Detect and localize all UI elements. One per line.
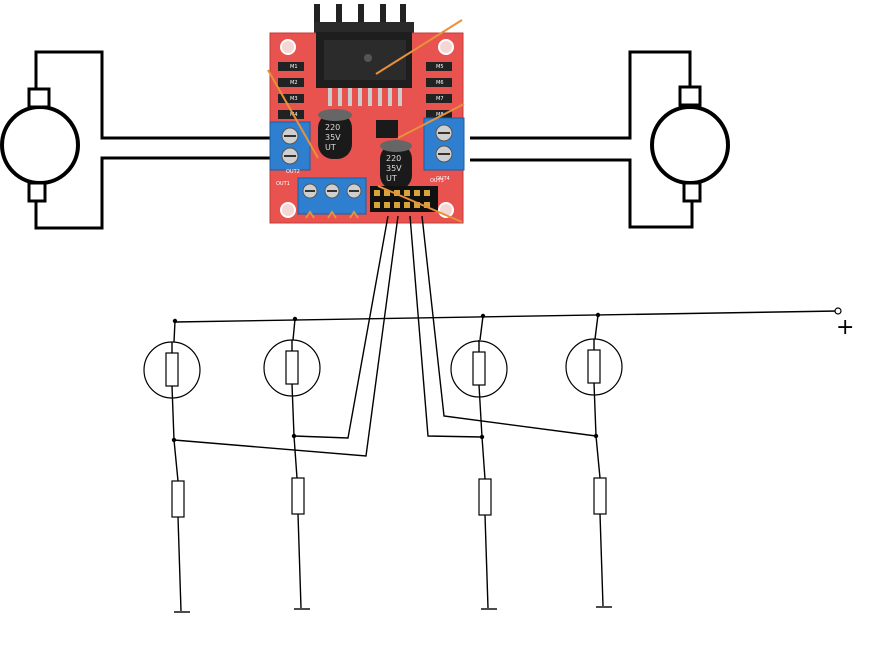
sensor-branch-1 [143,320,201,613]
left-motor-bottom-wire [34,156,270,230]
motor-driver-module: M1 M2 M3 M4 M5 M6 M7 M8 220 35V UT 22 [267,4,465,224]
diodes-right: M5 M6 M7 M8 [426,62,452,119]
mounting-hole [280,202,296,218]
supply-terminal[interactable] [834,307,842,315]
supply-plus-label: + [836,315,854,340]
mounting-hole [438,39,454,55]
svg-text:35V: 35V [386,164,402,173]
terminal-out3-out4: OUT3 [423,117,465,184]
supply-rail: + [172,307,854,340]
resistor-2 [291,477,305,515]
signal-wire-3 [409,215,483,438]
sensor-branch-3 [450,315,508,610]
sensor-branch-4 [565,314,623,608]
resistor-3 [478,478,492,516]
right-motor-bottom-brush [682,181,702,203]
left-motor-top-brush [27,87,51,109]
right-motor-bottom-wire [470,158,694,229]
input-header: OUT4 [370,176,450,212]
left-motor-bottom-brush [27,181,47,203]
signal-wire-2 [293,215,389,439]
resistor-1 [171,480,185,518]
terminal-out1-out2: OUT1 [269,121,311,187]
capacitor-left: 220 35V UT [318,109,352,159]
arrow-tip [305,210,315,219]
left-motor [0,50,270,230]
supply-rail-wire [174,310,839,323]
capacitor-right: 220 35V UT [380,140,412,190]
mounting-hole [280,39,296,55]
left-motor-top-wire [34,50,270,140]
label-m8: M8 [436,112,444,118]
signal-wire-1 [173,215,399,457]
left-motor-body [0,105,80,185]
arrow [375,19,463,75]
label-m7: M7 [436,96,444,102]
svg-text:220: 220 [386,154,401,163]
label-out4: OUT4 [436,176,450,182]
arrow [377,185,463,223]
svg-text:UT: UT [325,143,336,152]
power-terminal: OUT2 [286,169,367,215]
label-m5: M5 [436,64,444,70]
label-m3: M3 [290,96,298,102]
label-out3: OUT3 [430,178,444,184]
chip-pins [328,88,402,106]
right-motor-body [650,105,730,185]
resistor-4 [593,477,607,515]
sensor-branch-2 [263,318,321,610]
label-m2: M2 [290,80,298,86]
right-motor-top-wire [470,50,692,140]
label-out1: OUT1 [276,181,290,187]
arrow-tip [327,210,337,219]
svg-text:UT: UT [386,174,397,183]
svg-text:35V: 35V [325,133,341,142]
svg-text:220: 220 [325,123,340,132]
heatsink [314,4,414,34]
signal-wire-4 [421,215,597,437]
arrow-tip [349,210,359,219]
right-motor [470,50,730,229]
annotation-arrows [267,19,465,223]
label-m6: M6 [436,80,444,86]
label-out2: OUT2 [286,169,300,175]
label-m1: M1 [290,64,298,70]
arrow [267,69,319,159]
arrow [397,103,465,139]
right-motor-top-brush [678,85,702,107]
regulator [376,120,398,138]
signal-wires [173,215,597,457]
